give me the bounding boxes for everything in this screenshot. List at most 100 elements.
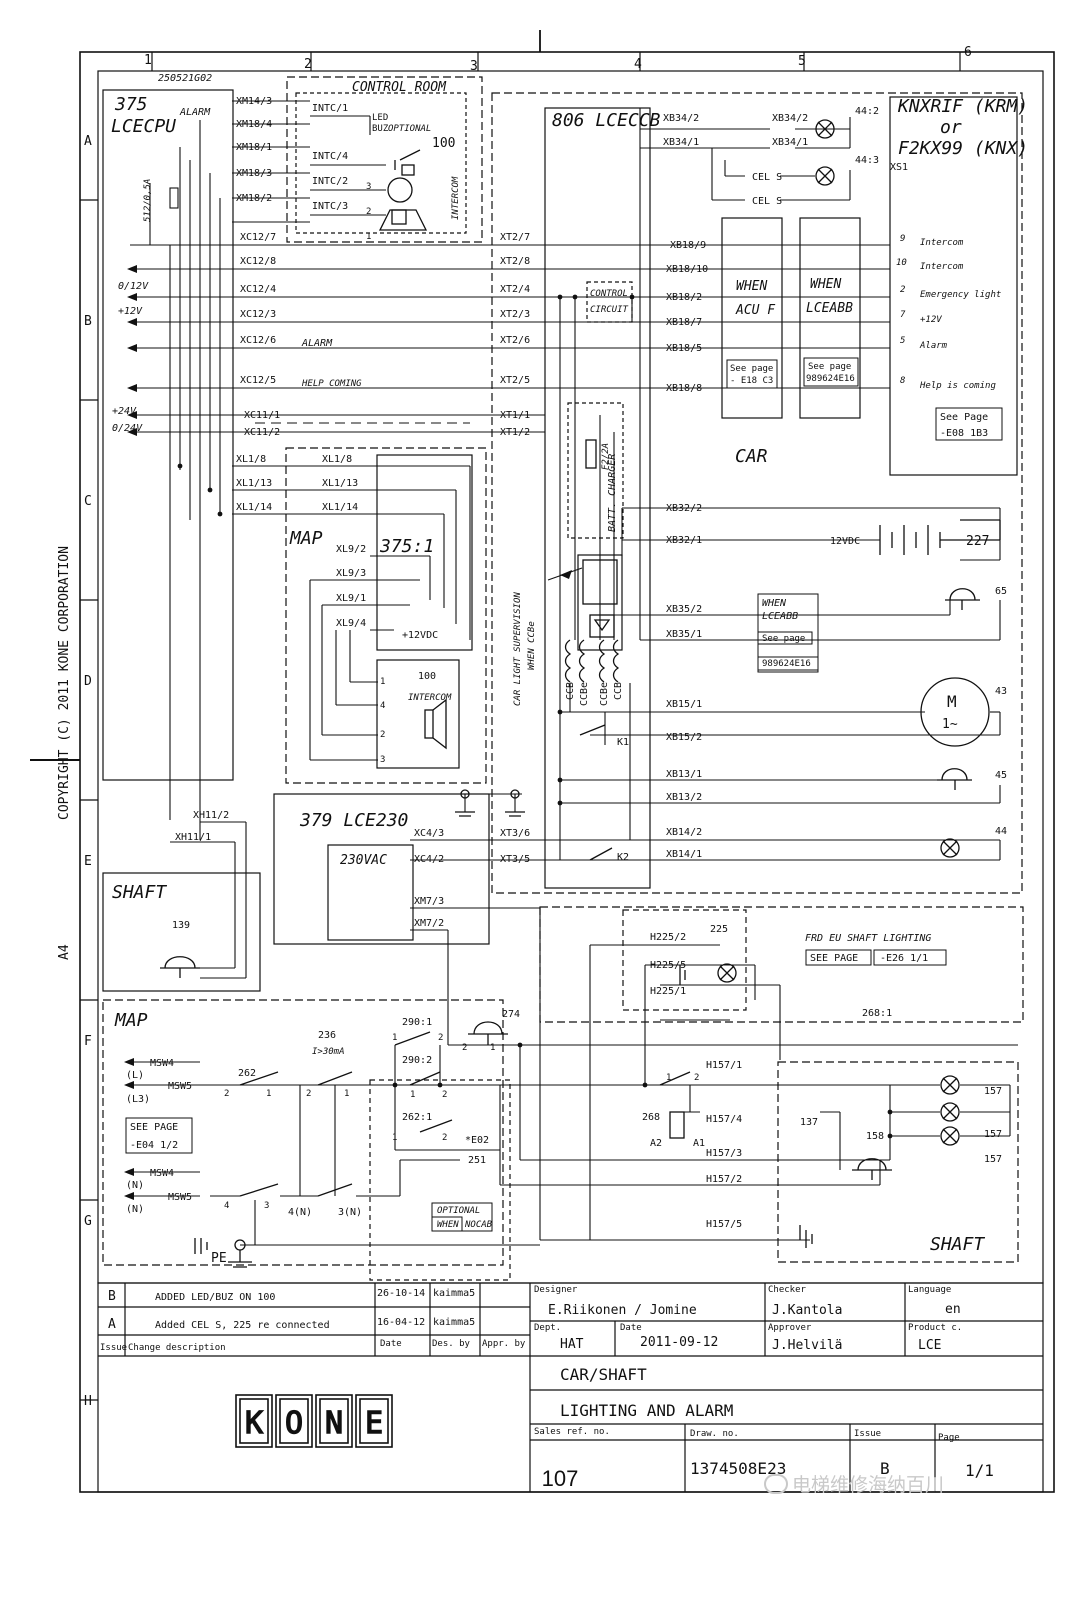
- pin-label: 1: [490, 1043, 495, 1053]
- see-page-989-a: 989624E16: [806, 374, 855, 384]
- rev-issue: A: [108, 1317, 116, 1332]
- led: LED: [372, 113, 388, 123]
- tb-approver: J.Helvilä: [772, 1338, 842, 1353]
- conn-xt3: XT3/5: [500, 854, 530, 865]
- tb-designer: E.Riikonen / Jomine: [548, 1303, 697, 1318]
- knx-or: or: [940, 117, 962, 138]
- control-circuit-1: CONTROL: [590, 289, 628, 299]
- tb-designer-label: Designer: [534, 1285, 578, 1295]
- conn-xm7: XM7/2: [414, 918, 444, 929]
- coil-a1: A1: [693, 1138, 705, 1149]
- conn-intc: INTC/4: [312, 151, 348, 162]
- conn-ccb: CCB: [613, 682, 624, 700]
- comp-65: 65: [995, 586, 1007, 597]
- tb-page: 1/1: [965, 1461, 994, 1480]
- xs1-pin: 9: [900, 234, 905, 244]
- when-lceabb-mid-1: WHEN: [762, 598, 787, 609]
- conn-msw: MSW5: [168, 1081, 192, 1092]
- conn-xm: XM14/3: [236, 96, 272, 107]
- batt-charger: BATT. CHARGER: [607, 454, 618, 532]
- conn-xb34-right: XB34/2: [772, 113, 808, 124]
- when-lceabb-mid-2: LCEABB: [762, 611, 798, 622]
- conn-ccb: CCBe: [579, 682, 590, 706]
- comp-45: 45: [995, 770, 1007, 781]
- conn-xb: XB13/2: [666, 792, 702, 803]
- rev-hdr-date: Date: [380, 1339, 402, 1349]
- pin-label: 2: [442, 1090, 447, 1100]
- zone-row: D: [84, 674, 92, 689]
- comp-100b: 100: [418, 671, 436, 682]
- conn-xh11: XH11/1: [175, 832, 211, 843]
- xs1-pin: 5: [900, 336, 905, 346]
- pin-label: 1: [366, 232, 371, 242]
- kone-logo-letter: N: [325, 1406, 343, 1441]
- pin-label: 2: [438, 1033, 443, 1043]
- comp-227: 227: [966, 534, 989, 549]
- conn-xb18: XB18/2: [666, 292, 702, 303]
- conn-phase: (N): [126, 1204, 144, 1215]
- conn-h225: H225/5: [650, 960, 686, 971]
- conn-xl-map: XL1/8: [322, 454, 352, 465]
- rev-by: kaimma5: [433, 1288, 475, 1299]
- map-num: 375:1: [379, 536, 434, 557]
- conn-xl: XL1/14: [236, 502, 272, 513]
- comp-139: 139: [172, 920, 190, 931]
- rev-desc: ADDED LED/BUZ ON 100: [155, 1292, 275, 1303]
- conn-xh11: XH11/2: [193, 810, 229, 821]
- conn-cel: CEL S: [752, 196, 782, 207]
- zone-row: E: [84, 854, 92, 869]
- conn-xt3: XT3/6: [500, 828, 530, 839]
- lceccb-title: 806 LCECCB: [552, 110, 661, 131]
- see-page-e18: - E18 C3: [730, 376, 773, 386]
- conn-msw: MSW4: [150, 1058, 174, 1069]
- pin-label: 2: [694, 1073, 699, 1083]
- lce230-title: 379 LCE230: [299, 810, 408, 831]
- conn-xm7: XM7/3: [414, 896, 444, 907]
- signal-label: Intercom: [920, 238, 964, 248]
- rev-hdr-change: Change description: [128, 1343, 226, 1353]
- conn-xc11: XC11/2: [244, 427, 280, 438]
- conn-intc: INTC/2: [312, 176, 348, 187]
- comp-i30: I>30mA: [312, 1047, 345, 1057]
- signal-label: Alarm: [919, 341, 948, 351]
- comp-225: 225: [710, 924, 728, 935]
- tb-issue: B: [880, 1459, 890, 1478]
- comp-44-2: 44:2: [855, 106, 879, 117]
- when-nocab-1: WHEN: [437, 1220, 459, 1230]
- comp-268: 268: [642, 1112, 660, 1123]
- vac230: 230VAC: [340, 853, 387, 868]
- see-page-lce: See page: [808, 362, 851, 372]
- conn-xc: XC12/4: [240, 284, 276, 295]
- comp-290-1: 290:1: [402, 1017, 432, 1028]
- pin-label: 2: [380, 730, 385, 740]
- rev-hdr-desby: Des. by: [432, 1339, 471, 1349]
- conn-intc: INTC/3: [312, 201, 348, 212]
- comp-268-1: 268:1: [862, 1008, 892, 1019]
- conn-xt: XT2/4: [500, 284, 530, 295]
- control-circuit-2: CIRCUIT: [590, 305, 629, 315]
- relay-k2: K2: [617, 852, 629, 863]
- comp-157: 157: [984, 1086, 1002, 1097]
- conn-xc4: XC4/2: [414, 854, 444, 865]
- when-acuf-2: ACU F: [735, 303, 776, 318]
- left-0-24v: 0/24V: [112, 423, 143, 434]
- see-page-acu: See page: [730, 364, 773, 374]
- pin-label: 1: [380, 677, 385, 687]
- optional: OPTIONAL: [437, 1206, 480, 1216]
- see-page-e08-2: -E08 1B3: [940, 428, 988, 439]
- shaft-bottom: SHAFT: [930, 1234, 985, 1255]
- pe-label: PE: [211, 1251, 227, 1266]
- pin-label: 2: [306, 1089, 311, 1099]
- conn-xl-map: XL1/13: [322, 478, 358, 489]
- intercom-b: INTERCOM: [408, 693, 452, 703]
- pin-label: 3: [366, 182, 371, 192]
- comp-158: 158: [866, 1131, 884, 1142]
- conn-phase: (L3): [126, 1094, 150, 1105]
- conn-xb: XB32/2: [666, 503, 702, 514]
- conn-xb18: XB18/7: [666, 317, 702, 328]
- frd-see: SEE PAGE: [810, 953, 858, 964]
- conn-xm: XM18/2: [236, 193, 272, 204]
- conn-xl: XL1/13: [236, 478, 272, 489]
- pin-label: 1: [666, 1073, 671, 1083]
